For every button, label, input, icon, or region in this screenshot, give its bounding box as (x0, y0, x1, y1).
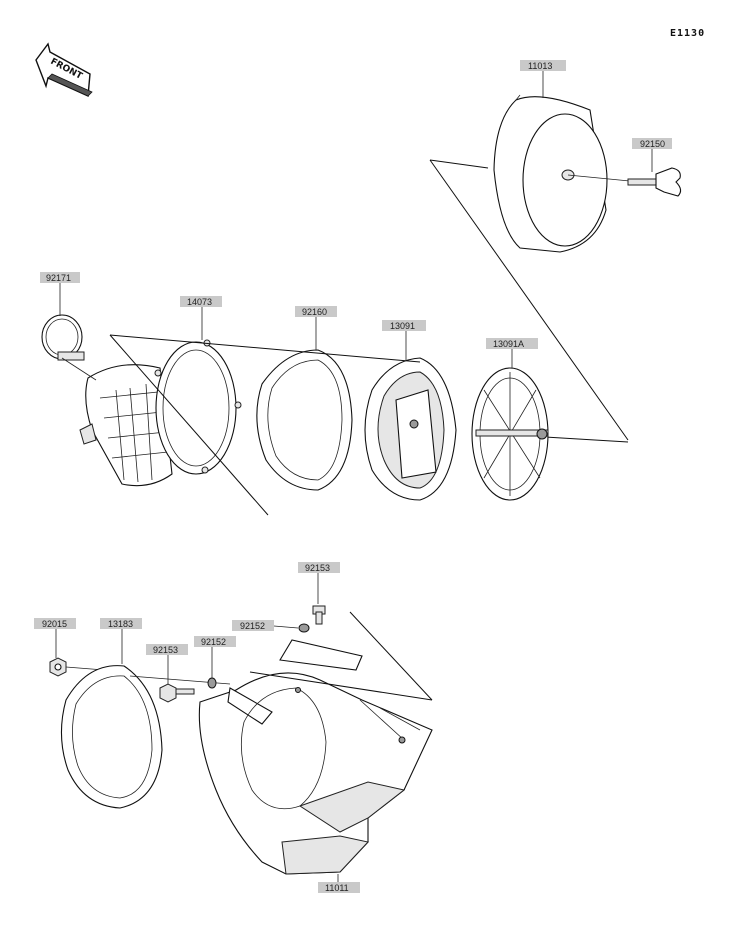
holder (154, 339, 242, 475)
front-arrow-icon: FRONT (35, 42, 93, 98)
band-clamp (41, 314, 85, 361)
plate-gasket (60, 665, 163, 809)
label-plate-gasket: 13183 (100, 618, 142, 664)
label-gasket: 92160 (295, 306, 337, 350)
svg-text:13091: 13091 (390, 321, 415, 331)
label-air-cleaner-cover: 11013 (520, 60, 566, 98)
label-nut: 92015 (34, 618, 76, 658)
intake-boot (79, 364, 173, 487)
washer-lower (207, 677, 217, 689)
label-washer-upper: 92152 (232, 620, 299, 631)
leader-mid-2 (109, 334, 421, 363)
leader-frame-1 (429, 159, 489, 169)
leader-bottom-frame-2 (249, 671, 433, 701)
label-band: 92171 (40, 272, 80, 316)
svg-text:92160: 92160 (302, 307, 327, 317)
label-holder: 14073 (180, 296, 222, 340)
label-element-holder-a: 13091A (486, 338, 538, 368)
label-bolt-upper: 92153 (298, 562, 340, 604)
svg-text:14073: 14073 (187, 297, 212, 307)
wing-bolt (627, 167, 682, 197)
svg-text:13183: 13183 (108, 619, 133, 629)
element-holder-a (471, 367, 549, 501)
svg-text:13091A: 13091A (493, 339, 524, 349)
svg-text:11011: 11011 (325, 883, 349, 893)
air-cleaner-case (198, 639, 433, 875)
bolt-lower (159, 683, 195, 703)
nut (49, 657, 67, 677)
leader-mid-1 (109, 334, 269, 516)
label-bolt-lower: 92153 (146, 644, 188, 684)
svg-text:92150: 92150 (640, 139, 665, 149)
label-wing-bolt: 92150 (632, 138, 672, 172)
svg-text:92152: 92152 (240, 621, 265, 631)
element-holder (364, 357, 457, 501)
svg-text:11013: 11013 (528, 61, 552, 71)
label-air-cleaner-case: 11011 (318, 874, 360, 893)
svg-text:92153: 92153 (305, 563, 330, 573)
bolt-upper (312, 605, 326, 625)
leader-band (61, 357, 97, 381)
svg-text:92153: 92153 (153, 645, 178, 655)
label-element-holder: 13091 (382, 320, 426, 360)
svg-text:92171: 92171 (46, 273, 71, 283)
label-washer-lower: 92152 (194, 636, 236, 678)
leader-frame-3 (544, 436, 629, 443)
air-cleaner-cover (493, 94, 608, 253)
leader-frame-2 (429, 159, 629, 441)
svg-text:92152: 92152 (201, 637, 226, 647)
gasket (256, 349, 353, 491)
leader-bottom-frame-1 (349, 611, 433, 701)
svg-text:92015: 92015 (42, 619, 67, 629)
washer-upper (298, 623, 310, 633)
reference-code: E1130 (670, 28, 705, 39)
